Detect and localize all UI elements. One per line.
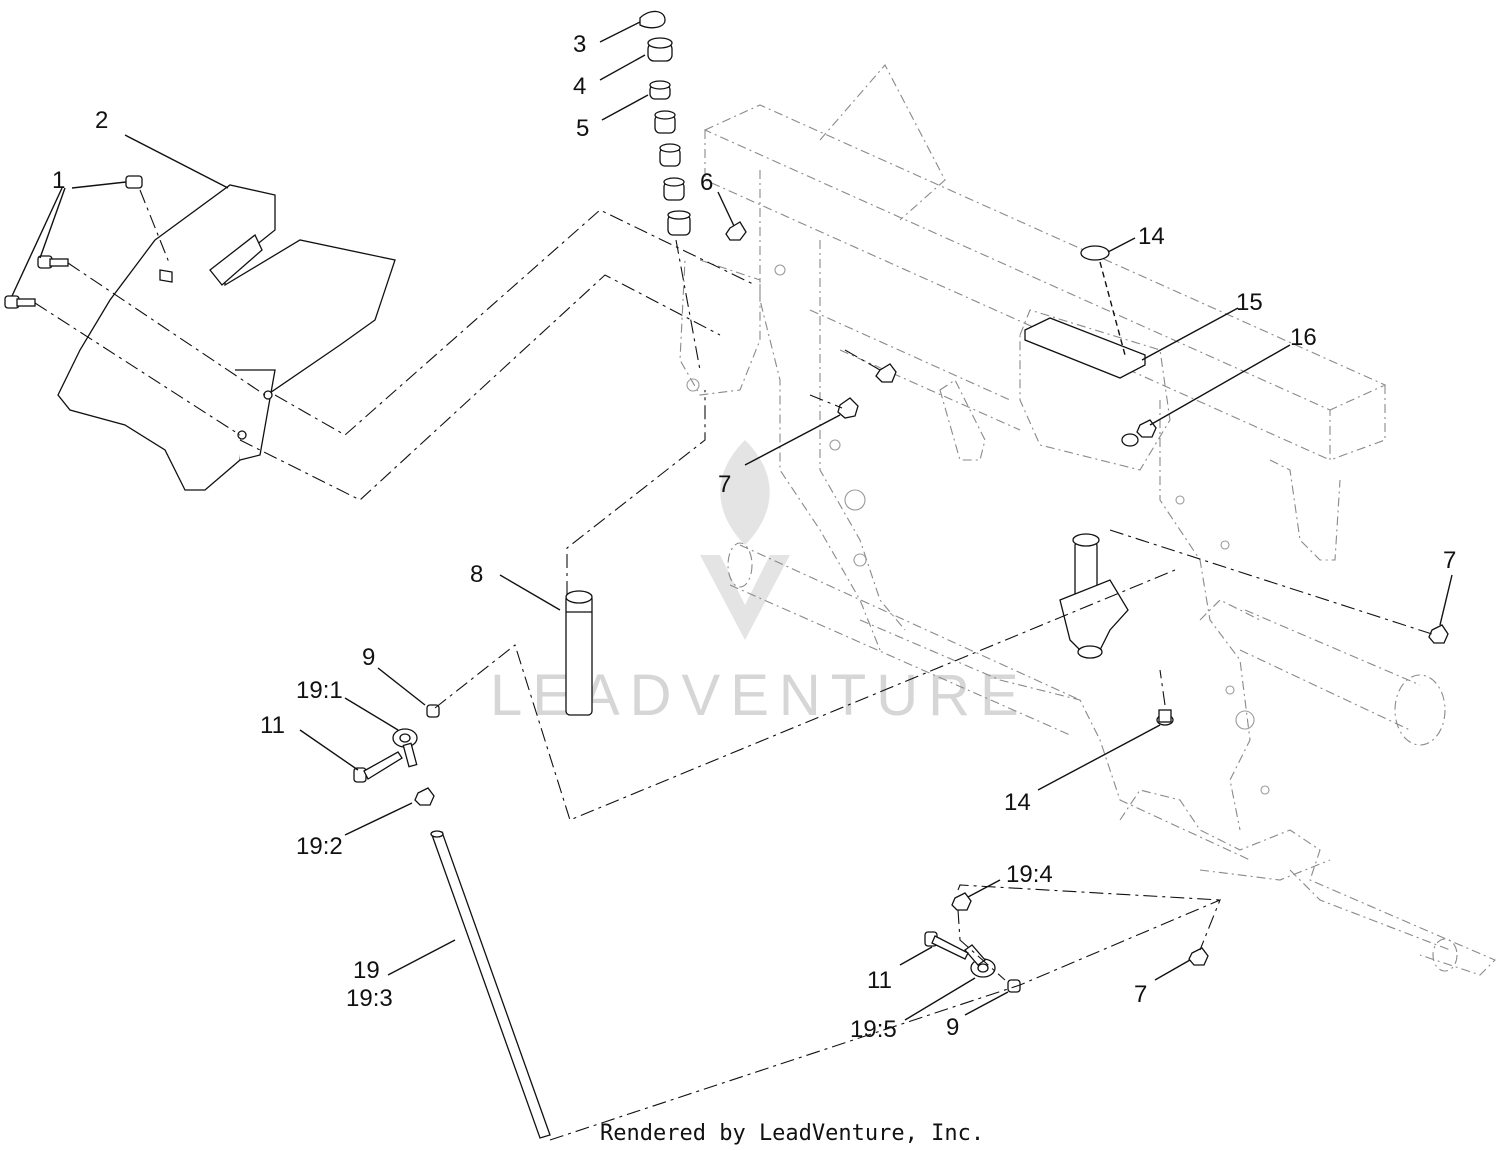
part-19-control-rod xyxy=(353,704,1021,1139)
callout-19-2: 19:2 xyxy=(296,833,343,860)
part-9-spacer-upper xyxy=(426,704,440,718)
callout-15: 15 xyxy=(1236,289,1263,316)
callout-19: 19 xyxy=(353,957,380,984)
part-15-decal xyxy=(1024,317,1146,379)
part-4-bushing xyxy=(647,37,673,62)
part-9-spacer-lower xyxy=(1007,979,1021,993)
callout-labels: 1 2 3 4 5 6 7 7 7 8 9 9 11 11 14 14 15 1… xyxy=(52,31,1456,1043)
callout-19-5: 19:5 xyxy=(850,1016,897,1043)
part-11-bolt-lower xyxy=(924,931,969,960)
callout-6: 6 xyxy=(700,169,713,196)
leader-lines xyxy=(11,21,1453,1021)
callout-7-bottom: 7 xyxy=(1134,981,1147,1008)
part-11-bolt-upper xyxy=(353,751,403,783)
callout-3: 3 xyxy=(573,31,586,58)
pivot-shaft-assembly xyxy=(1059,533,1129,659)
callout-16: 16 xyxy=(1290,324,1317,351)
callout-5: 5 xyxy=(576,115,589,142)
callout-7-right: 7 xyxy=(1443,547,1456,574)
part-8-pivot-pin xyxy=(565,390,706,716)
callout-9-upper: 9 xyxy=(362,644,375,671)
callout-8: 8 xyxy=(470,561,483,588)
part-7-nuts xyxy=(837,363,1449,966)
mower-frame-ghost xyxy=(679,64,1496,976)
callout-7-left: 7 xyxy=(718,471,731,498)
part-19-2-jam-nut xyxy=(414,787,435,806)
part-6-nut xyxy=(725,221,747,241)
part-19-5-rod-end xyxy=(964,944,996,978)
part-3-hair-pin xyxy=(639,10,666,29)
callout-11-upper: 11 xyxy=(260,712,285,739)
part-1-screws xyxy=(4,175,266,436)
callout-14-upper: 14 xyxy=(1138,223,1165,250)
part-19-1-rod-end xyxy=(392,728,418,768)
callout-4: 4 xyxy=(573,73,586,100)
part-14-lower-clevis-pin xyxy=(1156,669,1174,726)
callout-14-lower: 14 xyxy=(1004,789,1031,816)
callout-19-4: 19:4 xyxy=(1006,861,1053,888)
part-14-upper-clevis-pin xyxy=(1080,245,1126,356)
callout-19-3: 19:3 xyxy=(346,985,393,1012)
watermark-flame-logo xyxy=(700,440,790,640)
footer-credit: Rendered by LeadVenture, Inc. xyxy=(600,1121,984,1146)
callout-2: 2 xyxy=(95,107,108,134)
callout-1: 1 xyxy=(52,167,65,194)
part-5-spacers xyxy=(649,80,691,236)
callout-9-lower: 9 xyxy=(946,1014,959,1041)
part-2-control-cover xyxy=(57,184,396,491)
callout-11-lower: 11 xyxy=(867,967,892,994)
callout-19-1: 19:1 xyxy=(296,677,343,704)
part-19-4-jam-nut xyxy=(951,892,972,911)
